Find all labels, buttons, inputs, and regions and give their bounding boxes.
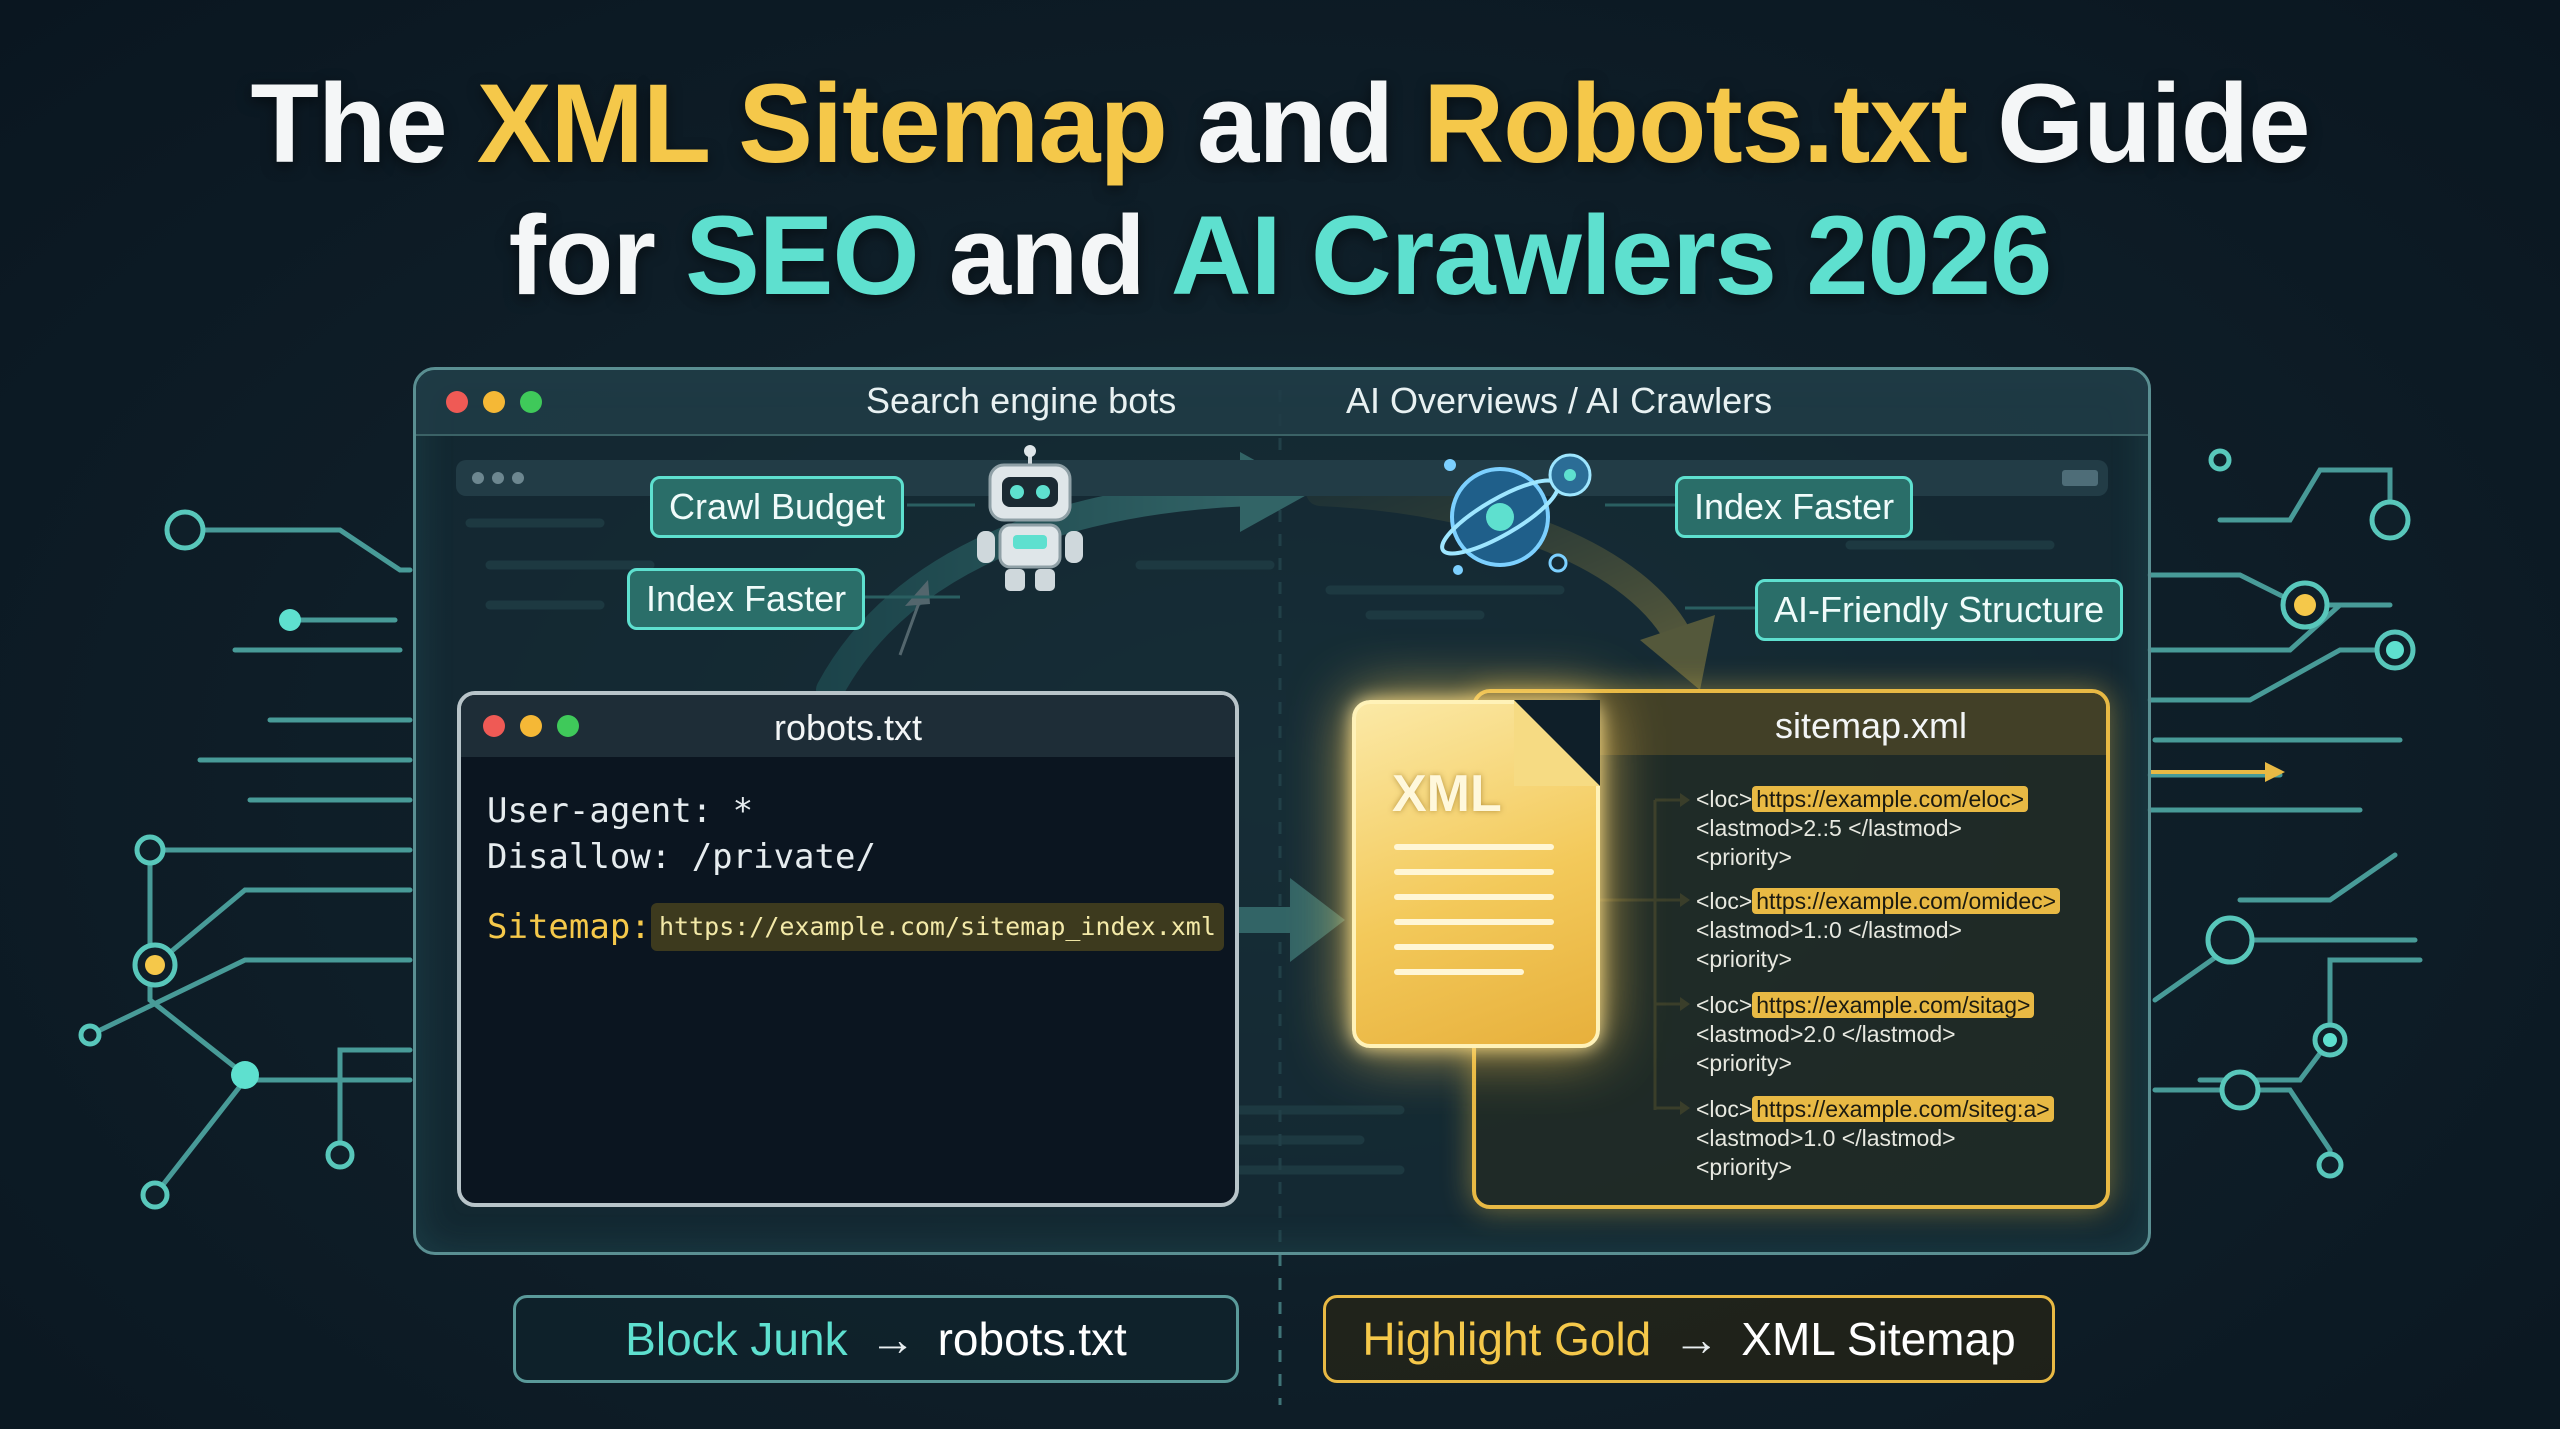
priority-line: <priority> <box>1696 1050 1792 1076</box>
title-segment: for <box>508 193 686 318</box>
sitemap-entry: <loc>https://example.com/siteg:a><lastmo… <box>1696 1095 2054 1182</box>
title-segment: XML Sitemap <box>476 61 1168 186</box>
title-segment: SEO <box>685 193 920 318</box>
loc-line: <loc>https://example.com/omidec> <box>1696 887 2061 916</box>
loc-url: https://example.com/eloc> <box>1752 786 2029 812</box>
ai-friendly-structure-tag: AI-Friendly Structure <box>1755 579 2124 641</box>
right-arrow-icon: → <box>869 1313 916 1365</box>
title-segment: and <box>918 193 1171 318</box>
doc-line <box>1394 969 1524 975</box>
title-segment: The <box>250 61 477 186</box>
frame-title-bar: Search engine bots AI Overviews / AI Cra… <box>416 370 2148 436</box>
ai-planet-icon <box>1440 453 1592 575</box>
minimize-dot-icon <box>520 715 542 737</box>
lastmod-line: <lastmod>2.:5 </lastmod> <box>1696 815 1962 841</box>
highlight-gold-lead: Highlight Gold <box>1362 1313 1652 1365</box>
page-fold <box>1514 700 1600 786</box>
loc-url: https://example.com/siteg:a> <box>1752 1096 2054 1122</box>
sitemap-entry: <loc>https://example.com/sitag><lastmod>… <box>1696 991 2035 1078</box>
loc-tag: <loc> <box>1696 786 1753 812</box>
lastmod-line: <lastmod>1.0 </lastmod> <box>1696 1125 1956 1151</box>
title-segment: Robots.txt <box>1423 61 1968 186</box>
title-segment: Guide <box>1967 61 2310 186</box>
robots-txt-window: robots.txt User-agent: * Disallow: /priv… <box>457 691 1239 1207</box>
sitemap-key: Sitemap: <box>487 907 651 947</box>
highlight-gold-label: Highlight Gold → XML Sitemap <box>1323 1295 2055 1383</box>
sitemap-url-chip: https://example.com/sitemap_index.xml <box>651 903 1224 951</box>
doc-line <box>1394 869 1554 875</box>
user-agent-line: User-agent: * <box>487 791 754 831</box>
index-faster-tag-right: Index Faster <box>1675 476 1914 538</box>
loc-tag: <loc> <box>1696 1096 1753 1122</box>
ai-crawlers-label: AI Overviews / AI Crawlers <box>1346 380 1773 421</box>
loc-url: https://example.com/omidec> <box>1752 888 2061 914</box>
loc-line: <loc>https://example.com/siteg:a> <box>1696 1095 2054 1124</box>
priority-line: <priority> <box>1696 844 1792 870</box>
lastmod-line: <lastmod>2.0 </lastmod> <box>1696 1021 1956 1047</box>
block-junk-lead: Block Junk <box>625 1313 848 1365</box>
doc-line <box>1394 844 1554 850</box>
search-engine-bots-label: Search engine bots <box>866 380 1177 421</box>
robots-window-title: robots.txt <box>773 707 923 748</box>
block-junk-label: Block Junk → robots.txt <box>513 1295 1239 1383</box>
doc-line <box>1394 944 1554 950</box>
sitemap-entry: <loc>https://example.com/omidec><lastmod… <box>1696 887 2061 974</box>
robots-window-title-bar: robots.txt <box>461 695 1235 757</box>
maximize-dot-icon <box>520 391 542 413</box>
xml-doc-label: XML <box>1392 765 1502 823</box>
loc-url: https://example.com/sitag> <box>1752 992 2035 1018</box>
title-line-2: for SEO and AI Crawlers 2026 <box>0 200 2560 312</box>
right-arrow-icon: → <box>1673 1313 1720 1365</box>
crawl-budget-tag: Crawl Budget <box>650 476 905 538</box>
loc-tag: <loc> <box>1696 992 1753 1018</box>
disallow-line: Disallow: /private/ <box>487 837 876 877</box>
block-junk-target: robots.txt <box>937 1313 1127 1365</box>
sitemap-entry: <loc>https://example.com/eloc><lastmod>2… <box>1696 785 2029 872</box>
loc-line: <loc>https://example.com/eloc> <box>1696 785 2029 814</box>
close-dot-icon <box>446 391 468 413</box>
close-dot-icon <box>483 715 505 737</box>
title-segment: and <box>1166 61 1424 186</box>
loc-tag: <loc> <box>1696 888 1753 914</box>
priority-line: <priority> <box>1696 1154 1792 1180</box>
lastmod-line: <lastmod>1.:0 </lastmod> <box>1696 917 1962 943</box>
sitemap-window-title: sitemap.xml <box>1774 705 1968 746</box>
title-line-1: The XML Sitemap and Robots.txt Guide <box>0 68 2560 180</box>
dots-icon <box>472 472 524 484</box>
index-faster-tag-left: Index Faster <box>627 568 866 630</box>
robot-icon <box>977 445 1083 591</box>
title-segment: AI Crawlers 2026 <box>1170 193 2053 318</box>
tab-icon <box>2062 470 2098 486</box>
minimize-dot-icon <box>483 391 505 413</box>
priority-line: <priority> <box>1696 946 1792 972</box>
xml-document-icon: XML <box>1352 700 1600 1048</box>
maximize-dot-icon <box>557 715 579 737</box>
doc-line <box>1394 894 1554 900</box>
loc-line: <loc>https://example.com/sitag> <box>1696 991 2035 1020</box>
doc-line <box>1394 919 1554 925</box>
highlight-gold-target: XML Sitemap <box>1741 1313 2016 1365</box>
